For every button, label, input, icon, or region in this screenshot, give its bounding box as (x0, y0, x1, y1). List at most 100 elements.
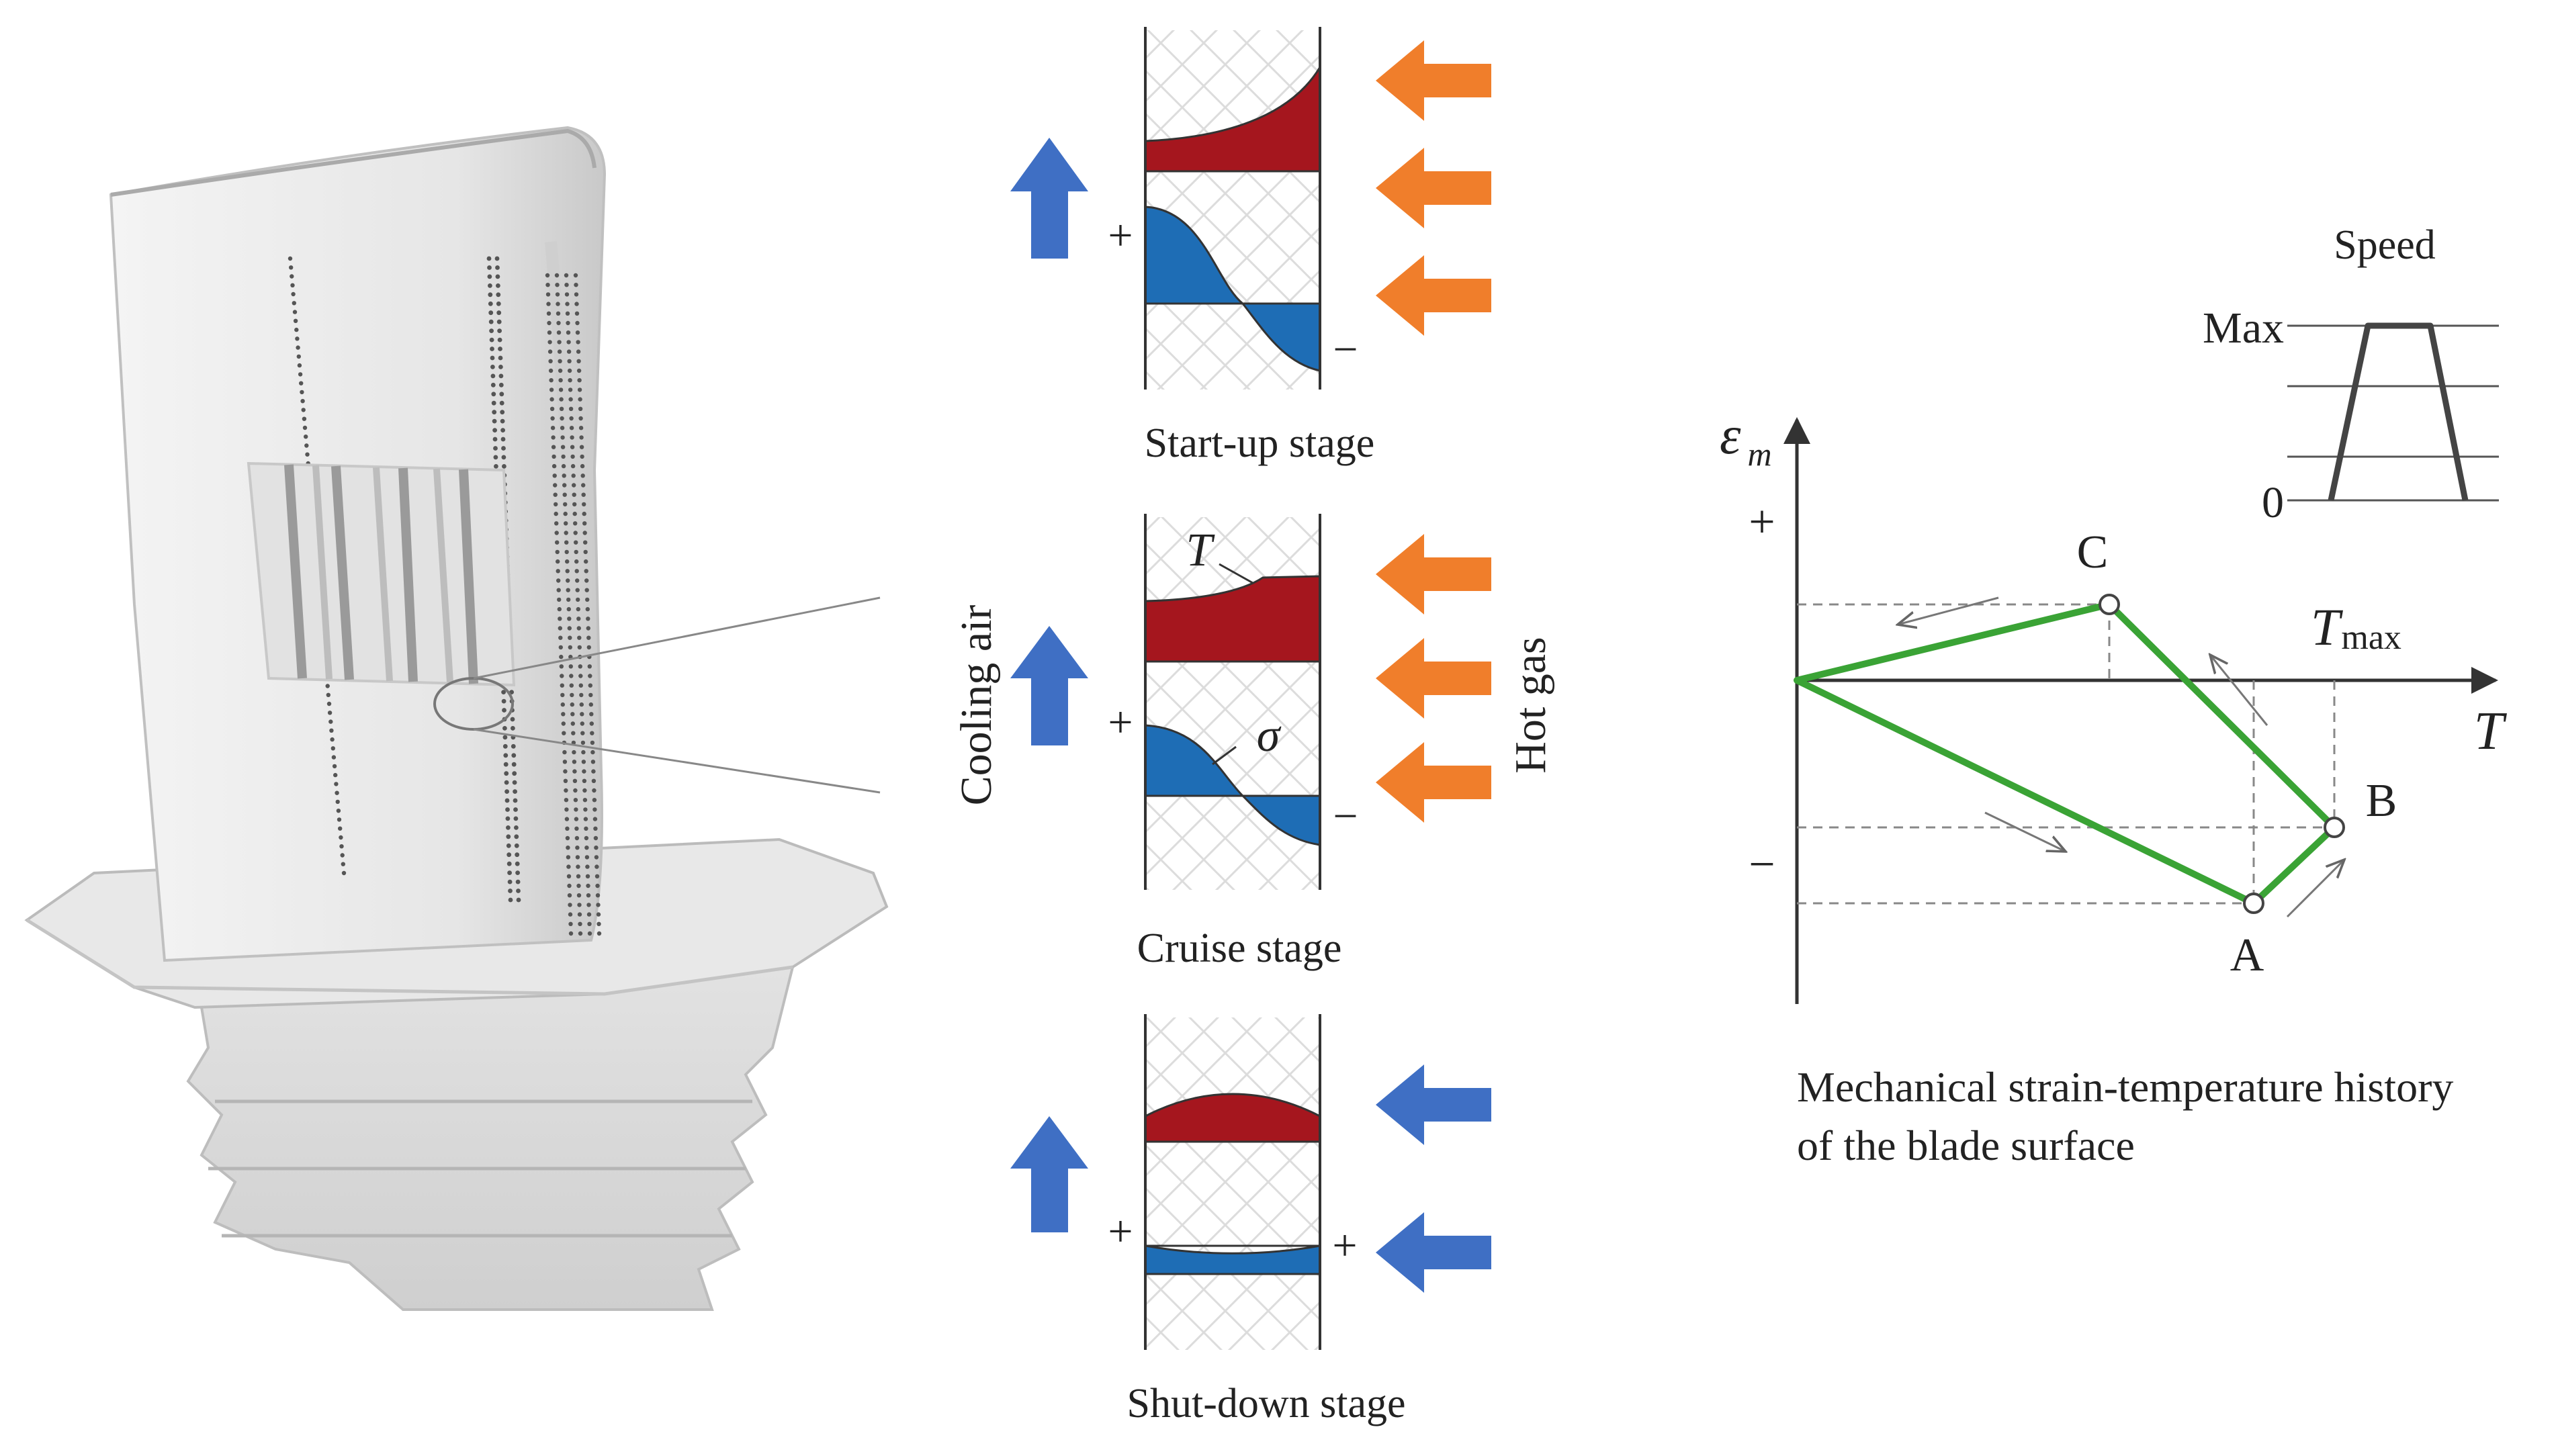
stress-plus-label: + (1108, 1207, 1133, 1256)
cooling-hole (590, 749, 595, 755)
cooling-air-arrow-icon (1010, 1116, 1088, 1232)
cooling-hole (506, 852, 512, 858)
cooling-hole (341, 870, 347, 876)
cooling-hole (496, 319, 502, 324)
cooling-hole (571, 731, 576, 735)
cooling-hole (501, 455, 506, 460)
temperature-label: T (1186, 525, 1216, 576)
point-a-label: A (2230, 929, 2264, 981)
cooling-hole (580, 712, 584, 717)
cooling-hole (563, 769, 568, 774)
cooling-hole (587, 921, 592, 927)
cooling-hole (584, 835, 589, 841)
cooling-hole (501, 698, 506, 704)
cooling-hole (583, 807, 588, 812)
cooling-hole (582, 778, 587, 784)
cooling-hole (566, 864, 571, 869)
cooling-hole (581, 760, 586, 764)
cooling-hole (584, 569, 588, 574)
cooling-hole (288, 256, 293, 261)
cooling-air-label: Cooling air (952, 605, 1001, 806)
cooling-hole (499, 392, 504, 397)
cooling-hole (492, 428, 497, 433)
cooling-hole (564, 540, 569, 545)
cooling-hole (568, 912, 573, 917)
cooling-hole (556, 559, 560, 564)
speed-zero-label: 0 (2262, 478, 2284, 527)
cooling-hole (581, 749, 586, 755)
cooling-hole (579, 435, 584, 440)
cooling-hole (559, 406, 564, 411)
stage-caption: Start-up stage (1145, 420, 1375, 466)
cooling-hole (558, 388, 564, 392)
cooling-hole (331, 755, 337, 760)
cooling-hole (573, 798, 578, 803)
stress-plus-label: + (1108, 698, 1133, 747)
cooling-hole (587, 664, 592, 669)
cooling-hole (584, 578, 589, 583)
cooling-hole (566, 320, 570, 326)
cooling-hole (573, 273, 578, 278)
cooling-hole (512, 771, 517, 776)
cooling-hole (566, 874, 572, 879)
cooling-hole (511, 753, 517, 758)
cooling-hole (588, 702, 593, 707)
cooling-hole (561, 721, 566, 726)
cooling-hole (576, 893, 582, 898)
cooling-hole (493, 455, 498, 460)
cooling-hole (502, 464, 506, 469)
cooling-hole (593, 835, 599, 841)
cooling-hole (582, 798, 588, 803)
cooling-hole (488, 319, 494, 324)
cooling-hole (507, 879, 513, 884)
cooling-air-arrow-icon (1010, 626, 1088, 745)
cooling-hole (548, 368, 554, 373)
cooling-hole (560, 416, 564, 421)
stage-panels: + − Start-up stage T σ + − (952, 27, 1555, 1426)
cooling-hole (295, 336, 300, 341)
cooling-hole (576, 864, 580, 869)
cooling-hole (500, 418, 505, 424)
cooling-hole (592, 788, 597, 793)
cooling-hole (589, 721, 594, 726)
cooling-hole (299, 381, 304, 385)
cooling-hole (500, 410, 505, 415)
cooling-hole (546, 302, 551, 306)
cooling-hole (292, 310, 298, 314)
cooling-hole (501, 446, 506, 451)
point-c-label: C (2077, 527, 2109, 578)
cooling-hole (586, 617, 590, 621)
cooling-hole (575, 855, 580, 860)
cooling-hole (503, 753, 509, 758)
cooling-hole (578, 921, 582, 927)
cooling-hole (568, 903, 572, 907)
cooling-hole (584, 846, 589, 850)
cooling-hole (596, 912, 601, 917)
cooling-hole (500, 428, 505, 433)
cooling-hole (546, 311, 552, 316)
cooling-hole (289, 265, 294, 270)
cooling-hole (564, 788, 568, 793)
cooling-hole (490, 355, 495, 361)
cooling-hole (515, 861, 520, 866)
cooling-hole (582, 531, 587, 535)
cooling-hole (558, 635, 563, 640)
cooling-hole (566, 578, 570, 583)
cooling-hole (511, 762, 517, 767)
cooling-hole (584, 855, 590, 860)
cooling-hole (499, 400, 504, 406)
cooling-hole (580, 463, 585, 469)
cooling-hole (296, 354, 301, 359)
cooling-hole (487, 274, 492, 279)
cooling-hole (585, 864, 590, 869)
cooling-hole (572, 778, 578, 784)
turbine-blade-illustration (24, 126, 889, 1311)
cooling-hole (574, 835, 580, 841)
cooling-hole (576, 626, 581, 631)
hot-gas-arrow-icon (1376, 40, 1491, 121)
cooling-hole (296, 345, 300, 350)
cooling-hole (492, 418, 497, 424)
cooling-hole (564, 521, 568, 526)
